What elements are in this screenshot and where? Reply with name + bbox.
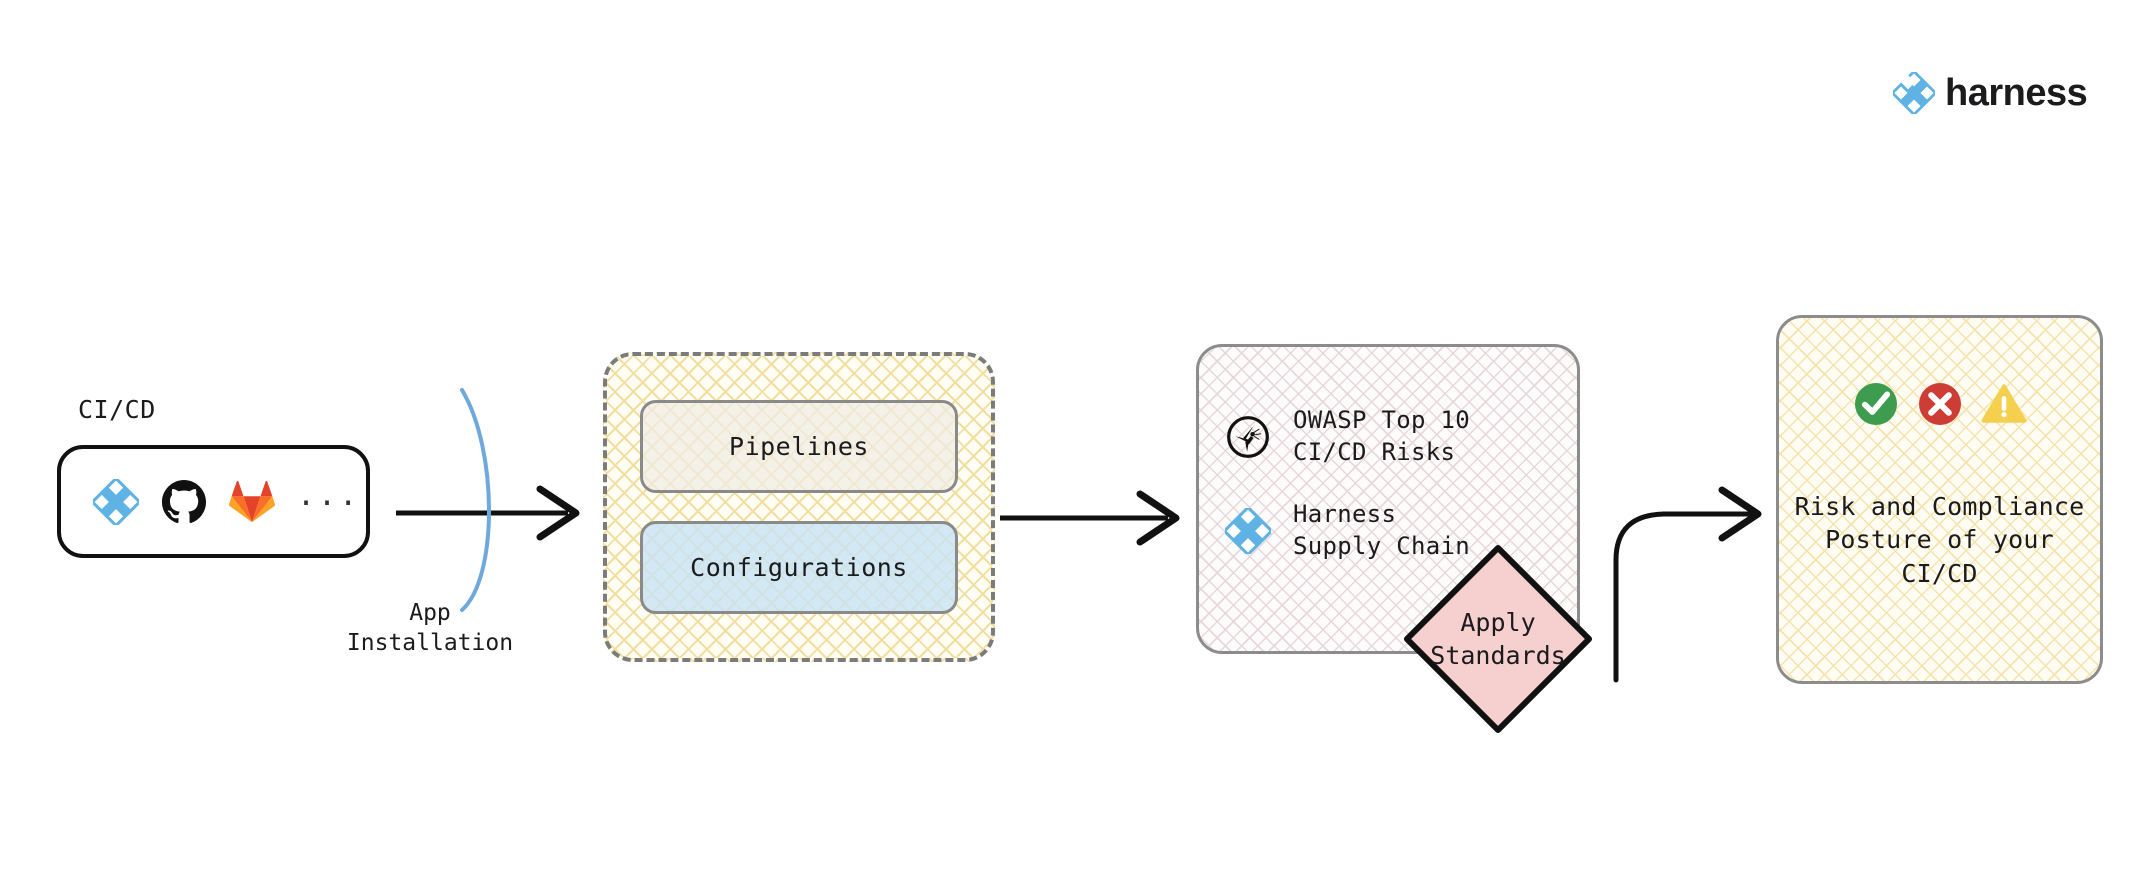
standard-item-harness-supply-chain: Harness Supply Chain [1225,499,1577,563]
more-tools-ellipsis: ... [297,477,361,513]
harness-wordmark: harness [1945,72,2088,114]
owasp-label: OWASP Top 10 CI/CD Risks [1293,406,1470,466]
harness-diamond-icon[interactable] [93,478,139,525]
outcome-box: Risk and Compliance Posture of your CI/C… [1776,315,2103,684]
app-installation-arc [460,388,491,612]
configurations-label: Configurations [690,553,908,582]
arrow-cicd-to-assets [396,485,580,541]
owasp-dragonfly-icon [1227,415,1269,458]
harness-diamond-icon [1893,72,1935,114]
warning-triangle-icon [1980,384,2027,423]
arrow-assets-to-standards [1000,490,1180,546]
diamond-shape [1403,544,1593,734]
cicd-tools-box[interactable]: ... [57,445,370,558]
outcome-description: Risk and Compliance Posture of your CI/C… [1794,492,2085,588]
pipelines-card[interactable]: Pipelines [640,400,958,493]
check-circle-icon [1854,383,1897,425]
harness-brand-logo: harness [1893,72,2088,114]
status-badges [1852,380,2028,428]
apply-standards-node[interactable]: Apply Standards [1399,540,1597,738]
gitlab-tanuki-icon[interactable] [229,479,275,525]
configurations-card[interactable]: Configurations [640,521,958,614]
cicd-label: CI/CD [78,395,156,424]
standard-item-owasp: OWASP Top 10 CI/CD Risks [1225,405,1577,469]
x-circle-icon [1918,383,1961,425]
github-octocat-icon[interactable] [161,479,207,525]
harness-diamond-icon [1225,507,1271,554]
pipelines-label: Pipelines [729,432,869,461]
assets-group-container: Pipelines Configurations [603,352,995,662]
arrow-standards-to-outcome [1613,486,1762,683]
app-installation-label: App Installation [346,600,514,657]
harness-supply-chain-label: Harness Supply Chain [1293,499,1470,560]
